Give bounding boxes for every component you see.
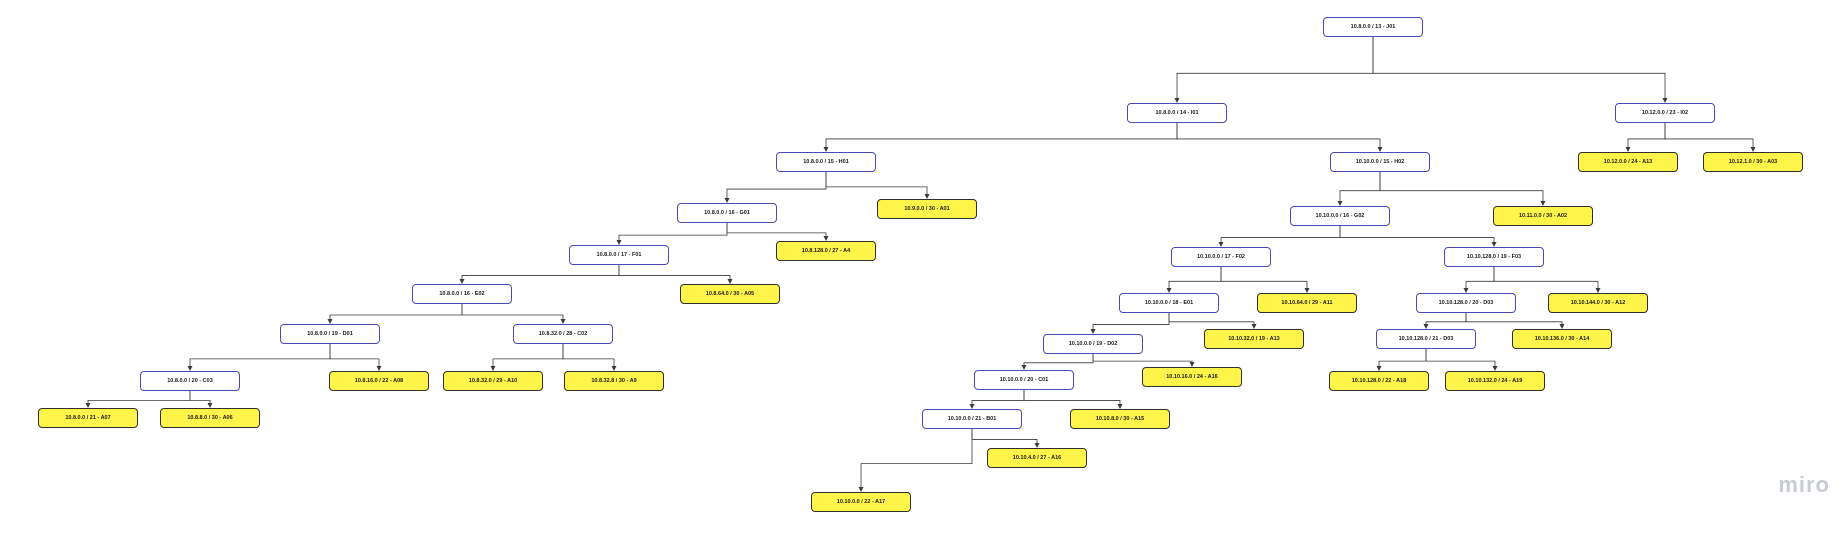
- edge-f01-e02: [459, 265, 620, 284]
- edge-g01-f01: [616, 223, 728, 245]
- edge-f03-a12: [1493, 267, 1601, 293]
- edge-d02-c01: [1021, 354, 1094, 370]
- edge-b01-a16: [971, 429, 1040, 448]
- edge-h02-g02: [1337, 172, 1381, 206]
- allocation-node-a06[interactable]: 10.8.8.0 / 30 - A06: [160, 408, 260, 428]
- edge-d02-a16b: [1092, 354, 1195, 367]
- allocation-node-a19[interactable]: 10.10.132.0 / 24 - A19: [1445, 371, 1545, 391]
- allocation-node-a07[interactable]: 10.8.0.0 / 21 - A07: [38, 408, 138, 428]
- allocation-node-a01[interactable]: 10.9.0.0 / 30 - A01: [877, 199, 977, 219]
- edge-f03-d03: [1463, 267, 1495, 293]
- allocation-node-a05[interactable]: 10.8.64.0 / 30 - A05: [680, 284, 780, 304]
- edge-c02-a9: [562, 344, 617, 371]
- edge-i02-a03: [1664, 123, 1756, 152]
- subnet-node-d02[interactable]: 10.10.0.0 / 19 - D02: [1043, 334, 1143, 354]
- edge-c01-b01: [969, 390, 1025, 409]
- subnet-node-d01[interactable]: 10.8.0.0 / 19 - D01: [280, 324, 380, 344]
- subnet-node-f02[interactable]: 10.10.0.0 / 17 - F02: [1171, 247, 1271, 267]
- subnet-node-g02[interactable]: 10.10.0.0 / 16 - G02: [1290, 206, 1390, 226]
- subnet-node-h02[interactable]: 10.10.0.0 / 15 - H02: [1330, 152, 1430, 172]
- edge-i01-h02: [1176, 123, 1383, 152]
- edge-c03-a06: [189, 391, 213, 408]
- edge-i01-h01: [823, 123, 1178, 152]
- subnet-node-f01[interactable]: 10.8.0.0 / 17 - F01: [569, 245, 669, 265]
- subnet-node-c02[interactable]: 10.8.32.0 / 28 - C02: [513, 324, 613, 344]
- allocation-node-a13b[interactable]: 10.10.32.0 / 19 - A13: [1204, 329, 1304, 349]
- subnet-node-e02[interactable]: 10.8.0.0 / 16 - E02: [412, 284, 512, 304]
- edge-d01-c03: [187, 344, 331, 371]
- subnet-node-j01[interactable]: 10.8.0.0 / 13 - J01: [1323, 17, 1423, 37]
- allocation-node-a16b[interactable]: 10.10.16.0 / 24 - A16: [1142, 367, 1242, 387]
- edge-d03b-a19: [1425, 349, 1498, 371]
- allocation-node-a13[interactable]: 10.12.0.0 / 24 - A13: [1578, 152, 1678, 172]
- allocation-node-a18[interactable]: 10.10.128.0 / 22 - A18: [1329, 371, 1429, 391]
- edge-c03-a07: [85, 391, 191, 408]
- allocation-node-a08[interactable]: 10.8.16.0 / 22 - A08: [329, 371, 429, 391]
- allocation-node-a11[interactable]: 10.10.64.0 / 29 - A11: [1257, 293, 1357, 313]
- edge-e01-a13b: [1168, 313, 1257, 329]
- subnet-node-d03b[interactable]: 10.10.128.0 / 21 - D03: [1376, 329, 1476, 349]
- edge-d03-d03b: [1423, 313, 1467, 329]
- subnet-node-h01[interactable]: 10.8.0.0 / 15 - H01: [776, 152, 876, 172]
- allocation-node-a03[interactable]: 10.12.1.0 / 30 - A03: [1703, 152, 1803, 172]
- subnet-node-d03[interactable]: 10.10.128.0 / 20 - D03: [1416, 293, 1516, 313]
- miro-logo: miro: [1778, 472, 1830, 497]
- edge-f02-e01: [1166, 267, 1222, 293]
- allocation-node-a16[interactable]: 10.10.4.0 / 27 - A16: [987, 448, 1087, 468]
- edge-e01-d02: [1090, 313, 1170, 334]
- allocation-node-a4[interactable]: 10.8.128.0 / 27 - A4: [776, 241, 876, 261]
- edge-d03-a14: [1465, 313, 1565, 329]
- subnet-node-c03[interactable]: 10.8.0.0 / 20 - C03: [140, 371, 240, 391]
- edge-e02-d01: [327, 304, 463, 324]
- allocation-node-a12[interactable]: 10.10.144.0 / 30 - A12: [1548, 293, 1648, 313]
- edge-g02-f03: [1339, 226, 1497, 247]
- edge-h01-a01: [825, 172, 930, 199]
- edge-e02-c02: [461, 304, 566, 324]
- edge-f01-a05: [618, 265, 733, 284]
- subnet-node-f03[interactable]: 10.10.128.0 / 19 - F03: [1444, 247, 1544, 267]
- edge-d01-a08: [329, 344, 382, 371]
- edge-g01-a4: [726, 223, 829, 241]
- edge-d03b-a18: [1376, 349, 1427, 371]
- allocation-node-a14[interactable]: 10.10.136.0 / 30 - A14: [1512, 329, 1612, 349]
- edge-j01-i02: [1372, 37, 1668, 103]
- edge-h01-g01: [724, 172, 827, 203]
- allocation-node-a10[interactable]: 10.8.32.0 / 29 - A10: [443, 371, 543, 391]
- edge-g02-f02: [1218, 226, 1341, 247]
- subnet-node-i02[interactable]: 10.12.0.0 / 23 - I02: [1615, 103, 1715, 123]
- allocation-node-a17[interactable]: 10.10.0.0 / 22 - A17: [811, 492, 911, 512]
- edge-j01-i01: [1174, 37, 1374, 103]
- edge-h02-a02: [1379, 172, 1546, 206]
- edge-c01-a15: [1023, 390, 1123, 409]
- allocation-node-a9[interactable]: 10.8.32.8 / 30 - A9: [564, 371, 664, 391]
- subnet-node-i01[interactable]: 10.8.0.0 / 14 - I01: [1127, 103, 1227, 123]
- edge-c02-a10: [490, 344, 564, 371]
- allocation-node-a15[interactable]: 10.10.8.0 / 30 - A15: [1070, 409, 1170, 429]
- subnet-node-e01[interactable]: 10.10.0.0 / 18 - E01: [1119, 293, 1219, 313]
- edge-i02-a13: [1625, 123, 1666, 152]
- subnet-node-c01[interactable]: 10.10.0.0 / 20 - C01: [974, 370, 1074, 390]
- edge-f02-a11: [1220, 267, 1310, 293]
- allocation-node-a02[interactable]: 10.11.0.0 / 30 - A02: [1493, 206, 1593, 226]
- edge-b01-a17: [858, 429, 973, 492]
- subnet-node-b01[interactable]: 10.10.0.0 / 21 - B01: [922, 409, 1022, 429]
- subnet-node-g01[interactable]: 10.8.0.0 / 16 - G01: [677, 203, 777, 223]
